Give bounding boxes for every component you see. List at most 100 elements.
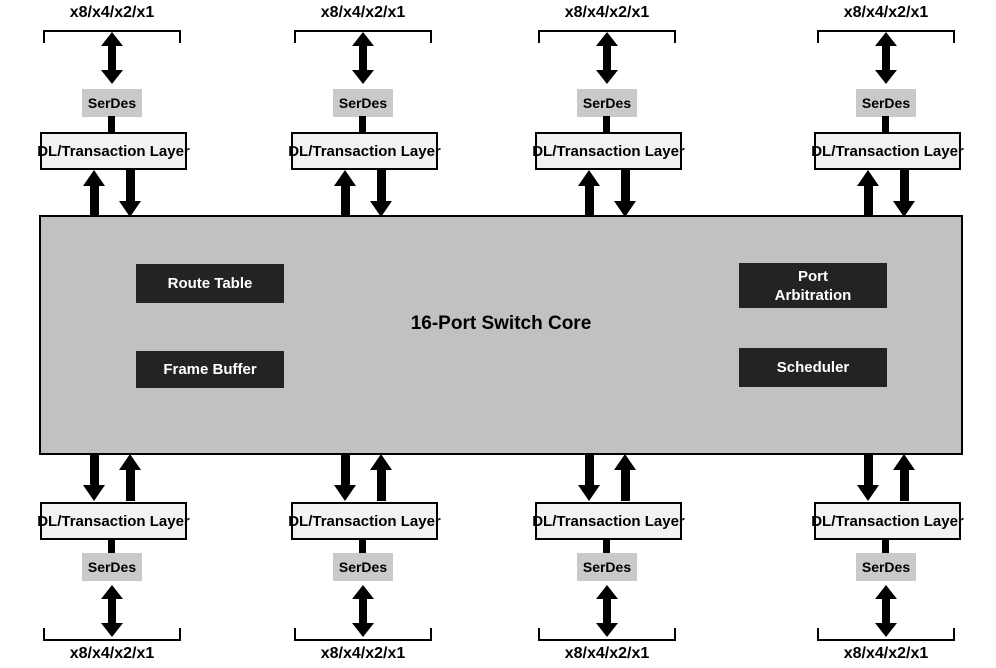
lane-bracket xyxy=(538,30,676,43)
egress-arrow-down xyxy=(857,454,879,501)
bidirectional-link-arrow xyxy=(875,32,897,84)
arrowhead-up-icon xyxy=(101,32,123,46)
lane-width-label: x8/x4/x2/x1 xyxy=(843,645,929,662)
arrow-shaft xyxy=(603,46,611,70)
arrowhead-down-icon xyxy=(596,623,618,637)
serdes-block: SerDes xyxy=(82,553,142,581)
lane-width-label: x8/x4/x2/x1 xyxy=(320,4,406,21)
arrowhead-up-icon xyxy=(875,585,897,599)
arrowhead-up-icon xyxy=(334,170,356,186)
arrowhead-down-icon xyxy=(334,485,356,501)
arrow-shaft xyxy=(620,170,630,201)
arrowhead-down-icon xyxy=(893,201,915,217)
egress-arrow-down xyxy=(893,170,915,217)
lane-width-label: x8/x4/x2/x1 xyxy=(320,645,406,662)
arrowhead-up-icon xyxy=(596,32,618,46)
ingress-arrow-up xyxy=(857,170,879,217)
lane-width-label: x8/x4/x2/x1 xyxy=(564,645,650,662)
egress-arrow-down xyxy=(83,454,105,501)
dl-transaction-layer-block: DL/Transaction Layer xyxy=(532,132,685,170)
arrowhead-up-icon xyxy=(578,170,600,186)
serdes-block: SerDes xyxy=(333,553,393,581)
arrowhead-down-icon xyxy=(352,70,374,84)
port-group-top-4: x8/x4/x2/x1 SerDes DL/Transaction Layer xyxy=(806,0,966,218)
bidirectional-link-arrow xyxy=(101,585,123,637)
egress-arrow-down xyxy=(119,170,141,217)
lane-bracket xyxy=(538,628,676,641)
arrow-shaft xyxy=(584,186,594,217)
arrow-shaft xyxy=(899,470,909,501)
serdes-block: SerDes xyxy=(333,89,393,117)
dl-transaction-layer-block: DL/Transaction Layer xyxy=(37,132,190,170)
arrowhead-up-icon xyxy=(119,454,141,470)
bidirectional-link-arrow xyxy=(596,585,618,637)
port-group-bottom-4: DL/Transaction Layer SerDes x8/x4/x2/x1 xyxy=(806,450,966,668)
lane-bracket xyxy=(294,628,432,641)
arrowhead-down-icon xyxy=(578,485,600,501)
serdes-block: SerDes xyxy=(577,553,637,581)
ingress-arrow-up xyxy=(614,454,636,501)
arrow-shaft xyxy=(89,454,99,485)
egress-arrow-down xyxy=(578,454,600,501)
dl-transaction-layer-block: DL/Transaction Layer xyxy=(532,502,685,540)
arrow-shaft xyxy=(125,470,135,501)
egress-arrow-down xyxy=(334,454,356,501)
arrowhead-up-icon xyxy=(596,585,618,599)
arrowhead-up-icon xyxy=(83,170,105,186)
arrowhead-up-icon xyxy=(875,32,897,46)
arrow-shaft xyxy=(899,170,909,201)
port-group-bottom-1: DL/Transaction Layer SerDes x8/x4/x2/x1 xyxy=(32,450,192,668)
dl-transaction-layer-block: DL/Transaction Layer xyxy=(811,132,964,170)
arrow-shaft xyxy=(882,599,890,623)
serdes-dl-connector xyxy=(882,116,889,133)
arrow-shaft xyxy=(863,454,873,485)
serdes-dl-connector xyxy=(359,116,366,133)
lane-bracket xyxy=(43,628,181,641)
core-title: 16-Port Switch Core xyxy=(410,313,592,334)
arrowhead-up-icon xyxy=(893,454,915,470)
arrow-shaft xyxy=(340,454,350,485)
port-arbitration-label: Port Arbitration xyxy=(774,267,852,304)
lane-width-label: x8/x4/x2/x1 xyxy=(564,4,650,21)
arrowhead-down-icon xyxy=(101,623,123,637)
lane-width-label: x8/x4/x2/x1 xyxy=(69,645,155,662)
port-arbitration-block: Port Arbitration xyxy=(739,263,887,308)
lane-width-label: x8/x4/x2/x1 xyxy=(843,4,929,21)
ingress-arrow-up xyxy=(370,454,392,501)
dl-transaction-layer-block: DL/Transaction Layer xyxy=(288,132,441,170)
egress-arrow-down xyxy=(370,170,392,217)
arrow-shaft xyxy=(603,599,611,623)
arrowhead-up-icon xyxy=(370,454,392,470)
arrow-shaft xyxy=(863,186,873,217)
arrow-shaft xyxy=(359,46,367,70)
arrow-shaft xyxy=(376,170,386,201)
arrow-shaft xyxy=(882,46,890,70)
arrowhead-up-icon xyxy=(857,170,879,186)
serdes-block: SerDes xyxy=(577,89,637,117)
arrow-shaft xyxy=(89,186,99,217)
ingress-arrow-up xyxy=(893,454,915,501)
arrowhead-up-icon xyxy=(101,585,123,599)
lane-bracket xyxy=(817,30,955,43)
route-table-block: Route Table xyxy=(136,264,284,303)
bidirectional-link-arrow xyxy=(596,32,618,84)
dl-transaction-layer-block: DL/Transaction Layer xyxy=(37,502,190,540)
port-group-top-3: x8/x4/x2/x1 SerDes DL/Transaction Layer xyxy=(527,0,687,218)
serdes-dl-connector xyxy=(882,539,889,554)
arrowhead-up-icon xyxy=(352,32,374,46)
lane-bracket xyxy=(294,30,432,43)
arrowhead-down-icon xyxy=(857,485,879,501)
arrow-shaft xyxy=(108,599,116,623)
egress-arrow-down xyxy=(614,170,636,217)
serdes-dl-connector xyxy=(603,116,610,133)
lane-width-label: x8/x4/x2/x1 xyxy=(69,4,155,21)
serdes-dl-connector xyxy=(108,539,115,554)
port-group-top-2: x8/x4/x2/x1 SerDes DL/Transaction Layer xyxy=(283,0,443,218)
frame-buffer-block: Frame Buffer xyxy=(136,351,284,388)
arrow-shaft xyxy=(620,470,630,501)
lane-bracket xyxy=(817,628,955,641)
serdes-block: SerDes xyxy=(82,89,142,117)
arrowhead-up-icon xyxy=(614,454,636,470)
port-group-bottom-3: DL/Transaction Layer SerDes x8/x4/x2/x1 xyxy=(527,450,687,668)
serdes-block: SerDes xyxy=(856,553,916,581)
